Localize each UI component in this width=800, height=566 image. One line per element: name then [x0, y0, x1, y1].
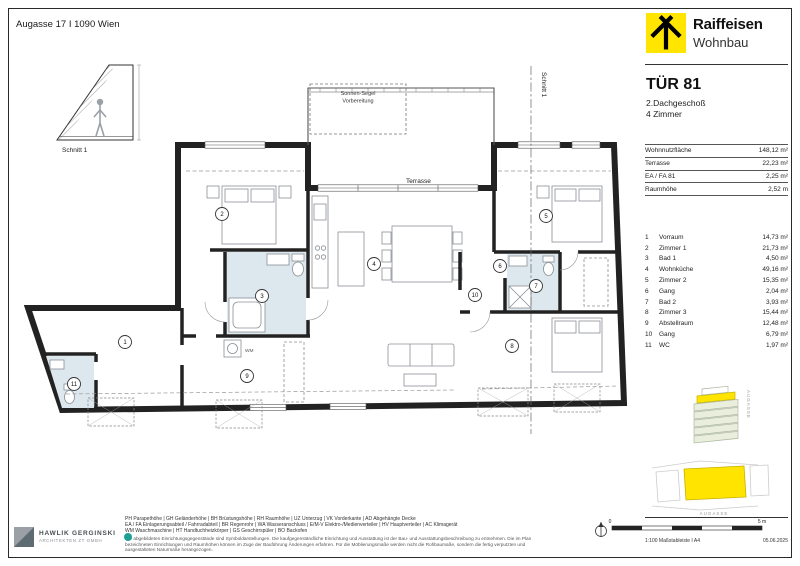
north-arrow-icon [595, 521, 607, 537]
sunsail-label-2: Vorbereitung [342, 99, 373, 105]
windows [204, 141, 601, 411]
section-label: Schnitt 1 [62, 147, 88, 154]
skylight-diagonals [87, 383, 601, 429]
room-circle-3: 3 [255, 289, 269, 303]
roof-slope-lines [65, 170, 619, 395]
room-circle-6: 6 [493, 259, 507, 273]
architect-accent-dot [123, 533, 132, 541]
architect-subtitle: ARCHITEKTEN ZT GMBH [39, 538, 103, 543]
scale-and-date-row: 1:100 Maßstableiste I A4 05.06.2025 [645, 538, 788, 544]
section-label-vertical: Schnitt 1 [540, 72, 547, 98]
svg-text:1: 1 [123, 340, 127, 346]
architect-logo-icon [14, 527, 34, 547]
unit-title: TÜR 81 [646, 76, 702, 93]
door-swings [204, 251, 579, 333]
sunsail-label-1: Sonnen-Segel [341, 91, 376, 97]
room-circle-5: 5 [539, 209, 553, 223]
svg-text:9: 9 [245, 374, 249, 380]
street-label-vertical: AUGASSE [746, 390, 751, 419]
room-circle-11: 11 [67, 377, 81, 391]
terrace-label: Terrasse [406, 178, 431, 185]
svg-text:5: 5 [544, 214, 548, 220]
room-circle-9: 9 [240, 369, 254, 383]
wm-label: WM [245, 348, 254, 354]
svg-text:4: 4 [372, 262, 376, 268]
raiffeisen-gable-cross-icon [646, 13, 686, 53]
section-view [56, 64, 141, 141]
furniture [49, 185, 609, 404]
interior-walls [44, 150, 621, 410]
sidebar-divider-bottom [645, 517, 788, 518]
architect-block: HAWLIK GERGINSKI ARCHITEKTEN ZT GMBH [14, 527, 132, 547]
scale-bar: 0 5 m [609, 519, 766, 531]
brand-sub: Wohnbau [693, 35, 749, 50]
site-plan [651, 460, 770, 511]
room-circle-8: 8 [505, 339, 519, 353]
disclaimer-text: Die abgebildeten Einrichtungsgegenstände… [125, 536, 532, 552]
scale-max-label: 5 m [758, 519, 766, 525]
scale-label: 1:100 Maßstableiste I A4 [645, 538, 701, 544]
room-circle-2: 2 [215, 207, 229, 221]
room-circle-1: 1 [118, 335, 132, 349]
room-circle-10: 10 [468, 288, 482, 302]
highlighted-building [683, 465, 747, 501]
svg-text:6: 6 [498, 264, 502, 270]
svg-text:7: 7 [534, 284, 538, 290]
legend-line-1: PH Parapethöhe | GH Geländerhöhe | BH Br… [125, 516, 416, 522]
date-label: 05.06.2025 [762, 538, 788, 544]
svg-text:8: 8 [510, 344, 514, 350]
legend-line-3: WM Waschmaschine | HT Handtuchheizkörper… [125, 527, 308, 534]
street-label: AUGASSE [700, 511, 729, 516]
room-number-circles: 1 2 3 4 5 6 7 8 9 10 11 [67, 207, 553, 391]
brand-name: Raiffeisen [693, 16, 763, 33]
brand-logo: Raiffeisen Wohnbau [646, 13, 763, 53]
svg-text:10: 10 [472, 293, 479, 299]
svg-text:2: 2 [220, 212, 224, 218]
svg-text:3: 3 [260, 294, 264, 300]
legend-line-2: EA / FA Einlagerungsabteil / Fahrradabte… [125, 521, 458, 528]
terrace [307, 87, 495, 145]
legend-block: PH Parapethöhe | GH Geländerhöhe | BH Br… [125, 516, 557, 552]
architect-name: HAWLIK GERGINSKI [39, 530, 116, 537]
person-figure [93, 98, 107, 137]
sidebar-divider-top [645, 64, 788, 65]
svg-text:11: 11 [71, 382, 78, 388]
unit-floor: 2.Dachgeschoß [646, 98, 706, 108]
unit-room-count: 4 Zimmer [646, 109, 682, 119]
room-circle-4: 4 [367, 257, 381, 271]
sunsail-area [309, 83, 407, 135]
scale-zero-label: 0 [609, 519, 612, 525]
skylight-boxes [87, 383, 601, 429]
address: Augasse 17 I 1090 Wien [16, 19, 120, 30]
room-circle-7: 7 [529, 279, 543, 293]
building-stack-diagram: AUGASSE [693, 385, 751, 444]
